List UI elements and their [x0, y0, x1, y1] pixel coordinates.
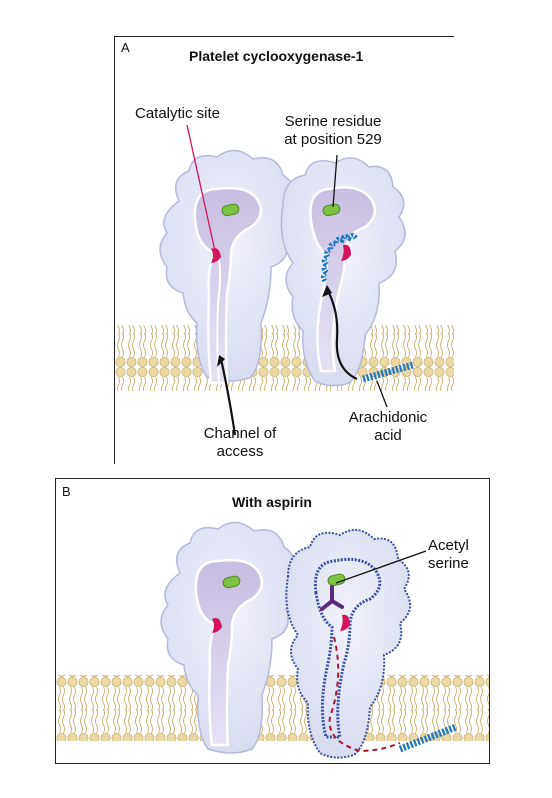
arachidonic-label-line2: acid	[374, 427, 402, 444]
channel-label-line1: Channel of	[203, 425, 277, 442]
serine-residue-label: Serine residue at position 529	[263, 113, 403, 149]
cox1-monomer-right	[280, 157, 406, 387]
acetyl-group	[320, 585, 344, 611]
panel-a-title: Platelet cyclooxygenase-1	[189, 48, 364, 64]
acetyl-label-line2: serine	[428, 555, 469, 572]
arachidonic-acid-free	[398, 723, 458, 753]
channel-arrow	[219, 358, 237, 436]
catalytic-site-right	[341, 244, 351, 261]
panel-b: B With aspirin Acetyl serine	[55, 478, 490, 764]
arachidonic-label: Arachidonic acid	[333, 409, 443, 445]
serine-leader	[332, 154, 338, 208]
lipid-membrane	[115, 325, 454, 391]
serine-label-line1: Serine residue	[284, 113, 382, 130]
lipid-membrane	[56, 675, 489, 741]
cox1-monomer-right-acetylated	[285, 528, 411, 759]
panel-b-diagram	[56, 521, 489, 759]
arachidonic-label-line1: Arachidonic	[348, 409, 428, 426]
arachidonic-acid-free	[362, 361, 414, 383]
entry-arrow-head	[322, 285, 332, 297]
channel-label-line2: access	[216, 443, 264, 460]
panel-b-letter: B	[62, 484, 71, 499]
catalytic-site-left	[211, 248, 221, 263]
entry-arrow	[326, 288, 358, 381]
panel-a-diagram	[115, 124, 454, 436]
catalytic-site-left	[212, 618, 222, 633]
acetyl-serine-label: Acetyl serine	[428, 537, 469, 573]
arachidonic-leader	[376, 380, 388, 408]
arachidonic-acid-bound	[320, 233, 358, 283]
panel-b-title: With aspirin	[232, 494, 312, 510]
panel-a-letter: A	[121, 40, 130, 55]
cox1-monomer-left	[160, 521, 297, 754]
serine-label-line2: at position 529	[284, 131, 382, 148]
catalytic-leader	[186, 124, 216, 252]
catalytic-site-right	[340, 614, 350, 631]
catalytic-site-label: Catalytic site	[135, 105, 221, 122]
channel-arrow-head	[217, 355, 225, 367]
serine-residue-right	[327, 573, 346, 587]
serine-residue-left	[221, 203, 240, 217]
serine-residue-right	[322, 203, 341, 217]
serine-residue-left	[222, 575, 241, 589]
acetyl-label-line1: Acetyl	[428, 537, 469, 554]
acetyl-leader	[335, 550, 427, 584]
channel-label: Channel of access	[185, 425, 295, 461]
panel-a: A Platelet cyclooxygenase-1 Catalytic si…	[114, 36, 454, 464]
